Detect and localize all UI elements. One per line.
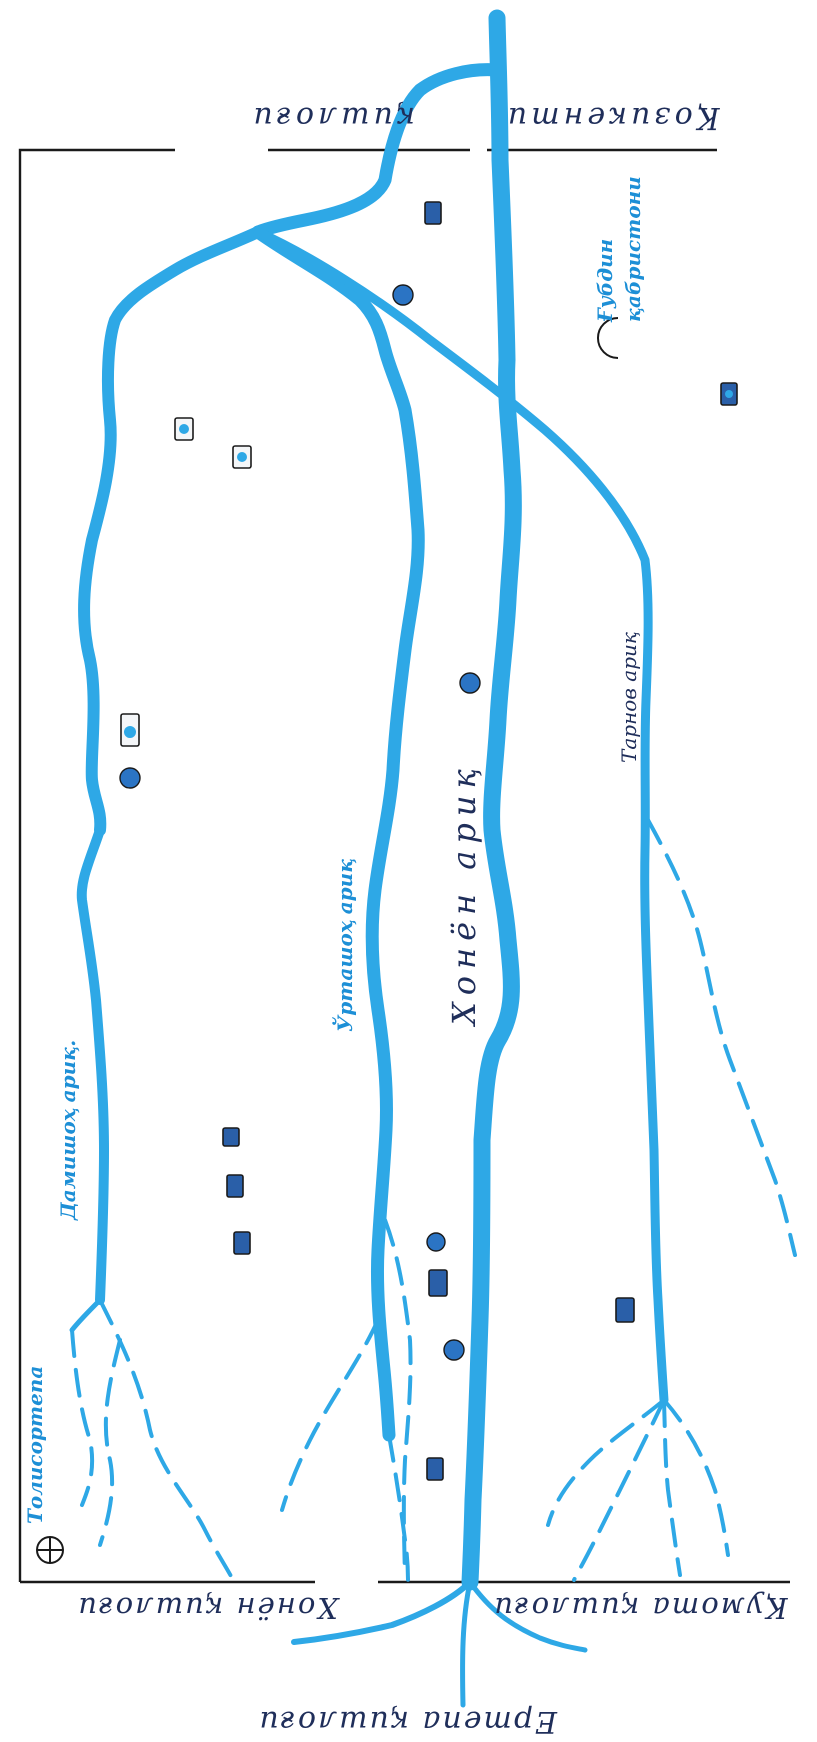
square-marker: [426, 1457, 444, 1481]
canal-tarnov-branch-d: [572, 1398, 666, 1582]
square-markers: [120, 201, 738, 1481]
canal-urtashoh: [251, 225, 425, 1584]
square-marker: [226, 1174, 244, 1198]
canal-honen-main: [461, 9, 522, 1591]
square-marker: [174, 417, 194, 441]
canal-damishoh-branch-c: [98, 1338, 122, 1547]
canal-urtashoh-branch-a: [280, 1318, 380, 1512]
canal-tarnov-main: [253, 227, 669, 1405]
square-marker: [222, 1127, 240, 1147]
square-marker: [120, 713, 140, 747]
label-urtashoh: Ўрташоҳ ариқ: [331, 859, 357, 1032]
canal-damishoh-branch-b: [98, 1298, 234, 1580]
canal-honen-bend: [251, 63, 504, 239]
canal-tarnov-branch-c: [662, 1398, 730, 1557]
canal-damishoh-lower: [76, 825, 109, 1305]
label-tarnov: Тарнов ариқ: [617, 632, 641, 763]
canal-damishoh-fork-a: [69, 1297, 103, 1333]
canal-tarnov-branch-a: [546, 1398, 666, 1527]
canal-urtashoh-main: [251, 225, 425, 1442]
square-marker: [424, 201, 442, 225]
crosshair-circle-icon: [36, 1536, 64, 1564]
label-kumota-kishlogi: Қумота қишлоғи: [492, 1591, 789, 1625]
canal-honen-split-right: [467, 1579, 588, 1653]
label-damishoh: Дамишоҳ ариқ.: [56, 1040, 80, 1221]
canal-honen-split-mid: [460, 1579, 473, 1708]
canal-damishoh: [69, 226, 264, 1580]
boundary-left-top: [18, 148, 175, 1582]
square-marker: [233, 1231, 251, 1255]
label-hona-kishlogi: Хонён қишлоғи: [76, 1591, 340, 1625]
circle-marker: [119, 767, 141, 789]
canal-tarnov-branch-b: [662, 1398, 682, 1577]
square-marker: [615, 1297, 635, 1323]
circle-markers: [119, 284, 481, 1361]
label-honen: Хонён ариқ: [445, 762, 483, 1028]
canal-honen-split-left: [291, 1579, 473, 1645]
label-kabristoni: қабристони: [621, 176, 645, 322]
canal-damishoh-branch-a: [70, 1328, 95, 1507]
circle-marker: [392, 284, 414, 306]
crescent-icon: [597, 317, 619, 359]
label-kishlogi-top: қишлоғи: [249, 100, 415, 135]
label-gubdin: Ғубдин: [593, 239, 617, 323]
label-kozikenti: Қозикенти: [504, 100, 721, 135]
circle-marker: [426, 1232, 446, 1252]
canal-tarnov: [253, 227, 797, 1582]
canal-damishoh-upper: [78, 226, 264, 836]
canal-tarnov-upper-branch: [646, 818, 797, 1257]
circle-marker: [459, 672, 481, 694]
map-boundary: [18, 148, 790, 1584]
label-tolisortepa: Толисортепа: [23, 1366, 47, 1524]
square-marker: [232, 445, 252, 469]
square-marker: [720, 382, 738, 406]
label-ertepa-kishlogi: Ертепа қишлоғи: [257, 1704, 558, 1739]
circle-marker: [443, 1339, 465, 1361]
canal-honen: [251, 9, 588, 1708]
square-marker: [428, 1269, 448, 1297]
canal-urtashoh-branch-b: [387, 1433, 410, 1584]
